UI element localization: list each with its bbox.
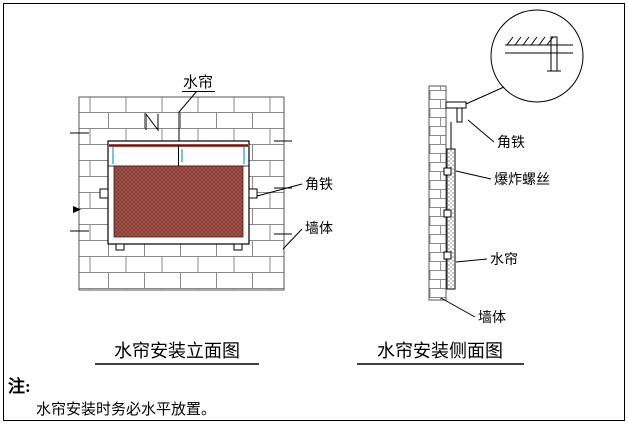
side-view-title: 水帘安装侧面图 — [377, 341, 503, 361]
leader-line-wall-right — [440, 297, 476, 318]
expansion-bolts — [443, 167, 452, 260]
detail-drawing — [505, 36, 573, 72]
wall-edge-marker — [73, 206, 81, 213]
detail-circle — [490, 9, 584, 103]
leader-line-angle-iron-right — [467, 119, 495, 143]
elevation-view: 水帘 角铁 墙体 水帘安装立面图 — [70, 74, 333, 365]
bottom-tab-left — [115, 243, 125, 251]
break-symbol — [145, 112, 159, 132]
side-view: 角铁 爆炸螺丝 水帘 墙体 水帘安装侧面图 — [357, 9, 584, 365]
label-angle-iron-left: 角铁 — [305, 177, 333, 193]
leader-line-expansion-bolt — [455, 170, 492, 180]
label-water-curtain-top: 水帘 — [183, 74, 213, 91]
label-water-curtain-right: 水帘 — [490, 252, 518, 268]
leader-line-angle-iron-left — [256, 183, 303, 197]
label-expansion-bolt: 爆炸螺丝 — [494, 172, 550, 188]
leader-line-wall-left — [282, 228, 303, 250]
channel-marks — [112, 147, 245, 164]
leader-line-water-curtain-right — [455, 258, 488, 263]
water-curtain-panel — [113, 165, 244, 238]
note-block: 注: 水帘安装时务必水平放置。 — [8, 376, 216, 418]
label-angle-iron-right: 角铁 — [497, 135, 525, 151]
right-bracket — [248, 188, 258, 199]
wall-edge-ticks — [70, 132, 292, 235]
page-border — [3, 3, 625, 421]
leader-line-water-curtain-top — [178, 90, 198, 141]
detail-leader-line — [465, 86, 505, 105]
wall-column — [428, 85, 447, 301]
note-text: 水帘安装时务必水平放置。 — [36, 401, 216, 418]
elevation-title: 水帘安装立面图 — [114, 341, 240, 361]
left-bracket — [99, 188, 109, 199]
bottom-tab-right — [233, 243, 243, 251]
note-prefix: 注: — [8, 376, 31, 396]
water-curtain-strip — [446, 148, 456, 290]
label-wall-left: 墙体 — [305, 221, 333, 237]
label-wall-right: 墙体 — [478, 310, 506, 326]
angle-iron-bracket — [445, 101, 467, 109]
bracket-bolt — [456, 107, 463, 123]
